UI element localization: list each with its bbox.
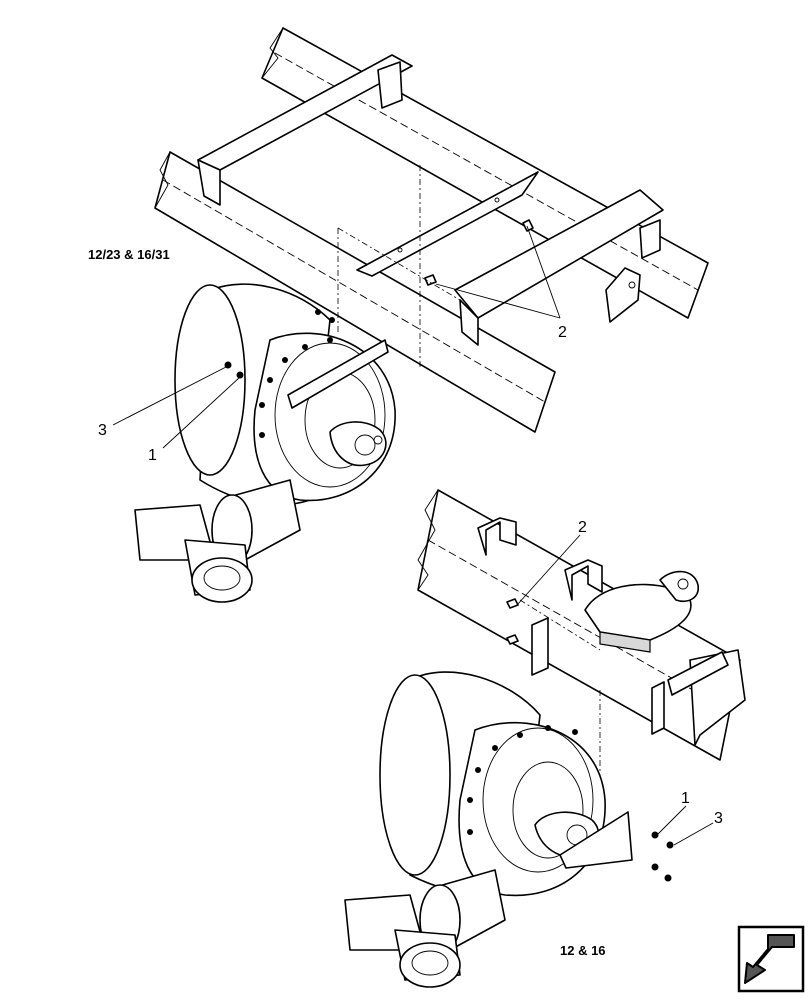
callout-lower-3: 3 (714, 810, 723, 827)
lower-bolts (506, 598, 519, 645)
callout-upper-2: 2 (558, 324, 567, 341)
upper-bracket-right (605, 267, 641, 323)
lower-pad (584, 570, 699, 653)
upper-leader-3 (112, 366, 227, 426)
lower-air-cleaner (344, 671, 674, 988)
upper-crossmember-right (454, 189, 664, 346)
lower-leader-3 (673, 822, 714, 846)
upper-leader-2b (435, 283, 561, 319)
upper-bolts (424, 219, 534, 286)
group-label-lower: 12 & 16 (560, 943, 606, 958)
lower-plates (531, 617, 729, 735)
upper-mounting-plate (356, 171, 539, 277)
upper-leader-2a (526, 225, 561, 319)
callout-lower-1: 1 (681, 790, 690, 807)
lower-leader-2 (516, 534, 581, 606)
callout-lower-2: 2 (578, 519, 587, 536)
upper-air-cleaner (134, 283, 396, 603)
group-label-upper: 12/23 & 16/31 (88, 247, 170, 262)
lower-straps (477, 517, 603, 601)
arrow-return-icon[interactable] (737, 925, 805, 993)
upper-leader-1 (162, 376, 241, 449)
callout-upper-3: 3 (98, 422, 107, 439)
callout-upper-1: 1 (148, 447, 157, 464)
upper-crossmember-left (197, 54, 413, 206)
lower-leader-1 (657, 805, 687, 835)
